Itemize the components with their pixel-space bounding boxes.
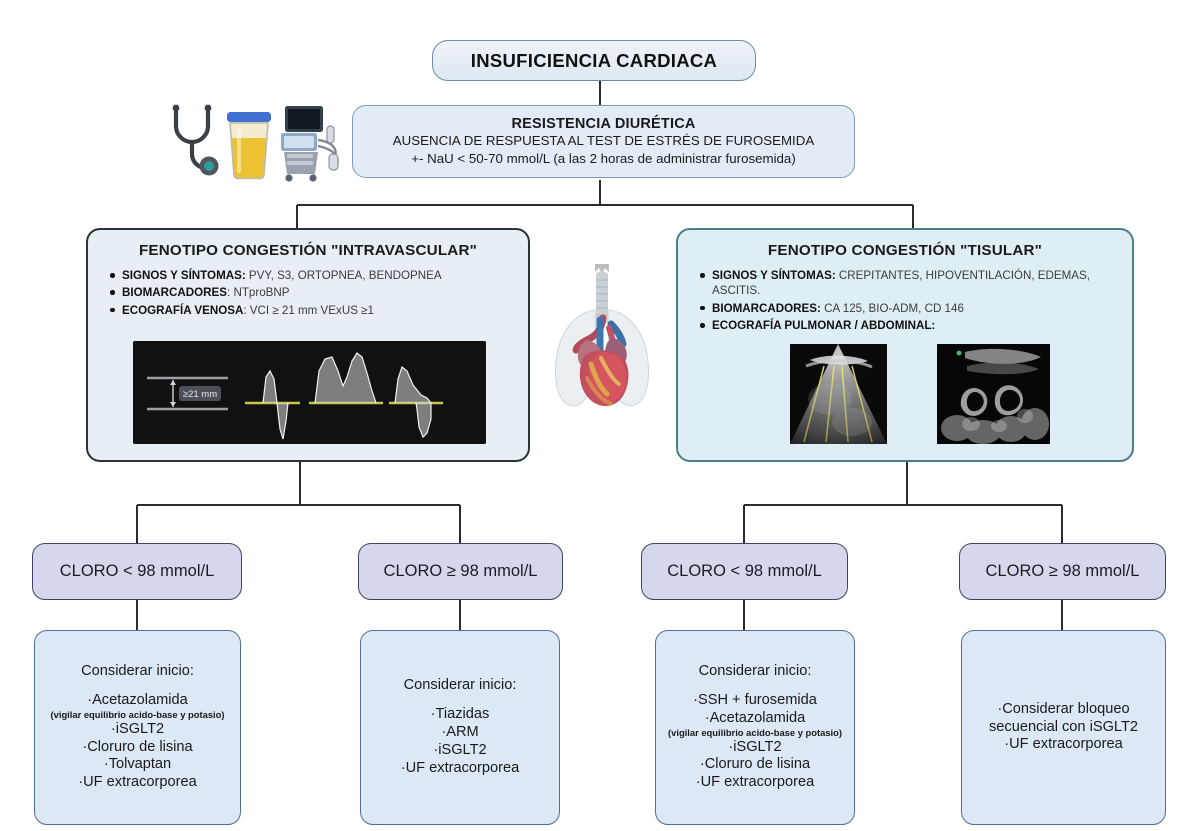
bullet-value: : VCI ≥ 21 mm VExUS ≥1	[243, 303, 374, 317]
node-treatment-intravascular-high-chloride[interactable]: Considerar inicio: ·Tiazidas ·ARM ·iSGLT…	[360, 630, 560, 825]
treatment-item: ·UF extracorporea	[400, 759, 520, 776]
bullet-value: : NTproBNP	[227, 286, 290, 300]
bullet-label: ECOGRAFÍA VENOSA	[122, 303, 244, 317]
list-item: ECOGRAFÍA PULMONAR / ABDOMINAL:	[700, 318, 1118, 333]
stethoscope-icon	[172, 104, 219, 176]
list-item: BIOMARCADORES: CA 125, BIO-ADM, CD 146	[700, 301, 1118, 316]
resistencia-line-2: +- NaU < 50-70 mmol/L (a las 2 horas de …	[411, 150, 796, 166]
ultrasound-machine-icon	[281, 106, 339, 182]
treatment-item: ·Tolvaptan	[103, 756, 172, 773]
node-resistencia-diuretica[interactable]: RESISTENCIA DIURÉTICA AUSENCIA DE RESPUE…	[352, 105, 855, 178]
treatment-item: ·SSH + furosemida	[693, 692, 817, 709]
fenotipo-tisular-bullets: SIGNOS Y SÍNTOMAS: CREPITANTES, HIPOVENT…	[692, 268, 1118, 336]
treatment-item: ·Cloruro de lisina	[82, 738, 193, 755]
fenotipo-intravascular-bullets: SIGNOS Y SÍNTOMAS: PVY, S3, ORTOPNEA, BE…	[102, 268, 514, 320]
bullet-value: CREPITANTES, HIPOVENTILACIÓN, EDEMAS, AS…	[712, 269, 1090, 298]
bullet-value: CA 125, BIO-ADM, CD 146	[820, 301, 964, 315]
treatment-item: ·UF extracorporea	[695, 774, 815, 791]
treatment-heading: Considerar inicio:	[81, 663, 194, 680]
treatment-item-note: (vigilar equilibrio acido-base y potasio…	[50, 708, 225, 720]
resistencia-heading: RESISTENCIA DIURÉTICA	[511, 115, 696, 132]
lung-ultrasound-b-lines-image	[790, 344, 887, 444]
treatment-item: ·Cloruro de lisina	[699, 756, 811, 773]
treatment-item-note: (vigilar equilibrio acido-base y potasio…	[668, 726, 842, 738]
urine-sample-cup-icon	[227, 112, 271, 180]
node-title-label: INSUFICIENCIA CARDIACA	[470, 49, 718, 71]
node-cloro-low-intravascular[interactable]: CLORO < 98 mmol/L	[32, 543, 242, 600]
node-cloro-low-tisular[interactable]: CLORO < 98 mmol/L	[641, 543, 848, 600]
list-item: SIGNOS Y SÍNTOMAS: CREPITANTES, HIPOVENT…	[700, 268, 1118, 299]
diagnostic-tools-icon-group	[172, 104, 339, 182]
node-fenotipo-tisular[interactable]: FENOTIPO CONGESTIÓN "TISULAR" SIGNOS Y S…	[676, 228, 1134, 462]
node-treatment-tisular-low-chloride[interactable]: Considerar inicio: ·SSH + furosemida ·Ac…	[655, 630, 855, 825]
chloride-label: CLORO ≥ 98 mmol/L	[383, 562, 538, 580]
heart-lungs-anatomy-icon	[554, 264, 650, 407]
resistencia-line-1: AUSENCIA DE RESPUESTA AL TEST DE ESTRÉS …	[392, 132, 815, 148]
node-cloro-high-intravascular[interactable]: CLORO ≥ 98 mmol/L	[358, 543, 563, 600]
node-treatment-tisular-high-chloride[interactable]: ·Considerar bloqueo secuencial con iSGLT…	[961, 630, 1166, 825]
treatment-item: ·Considerar bloqueo	[997, 700, 1130, 717]
list-item: BIOMARCADORES: NTproBNP	[110, 285, 514, 300]
node-insuficiencia-cardiaca[interactable]: INSUFICIENCIA CARDIACA	[432, 40, 756, 81]
treatment-item: ·Acetazolamida	[704, 709, 806, 726]
bullet-label: BIOMARCADORES:	[712, 301, 821, 315]
fenotipo-tisular-heading: FENOTIPO CONGESTIÓN "TISULAR"	[767, 242, 1043, 259]
treatment-item: ·Acetazolamida	[87, 692, 188, 709]
fenotipo-intravascular-heading: FENOTIPO CONGESTIÓN "INTRAVASCULAR"	[138, 242, 478, 259]
bullet-label: SIGNOS Y SÍNTOMAS:	[712, 269, 836, 282]
treatment-item: ·ARM	[441, 724, 479, 741]
node-treatment-intravascular-low-chloride[interactable]: Considerar inicio: ·Acetazolamida (vigil…	[34, 630, 241, 825]
treatment-item: ·UF extracorporea	[78, 774, 197, 791]
chloride-label: CLORO < 98 mmol/L	[59, 562, 215, 580]
list-item: SIGNOS Y SÍNTOMAS: PVY, S3, ORTOPNEA, BE…	[110, 268, 514, 283]
bullet-label: SIGNOS Y SÍNTOMAS:	[122, 269, 246, 282]
treatment-item: ·UF extracorporea	[1004, 736, 1123, 753]
chloride-label: CLORO < 98 mmol/L	[667, 562, 822, 580]
abdominal-ultrasound-image	[937, 344, 1050, 444]
treatment-item: ·Tiazidas	[430, 706, 490, 723]
node-cloro-high-tisular[interactable]: CLORO ≥ 98 mmol/L	[959, 543, 1166, 600]
list-item: ECOGRAFÍA VENOSA: VCI ≥ 21 mm VExUS ≥1	[110, 303, 514, 318]
treatment-item: ·iSGLT2	[433, 742, 487, 758]
treatment-item: ·iSGLT2	[728, 738, 782, 755]
vexus-caliper-label: ≥21 mm	[183, 389, 217, 400]
bullet-label: BIOMARCADORES	[122, 286, 227, 300]
treatment-heading: Considerar inicio:	[403, 677, 517, 694]
treatment-item: secuencial con iSGLT2	[989, 718, 1138, 735]
treatment-item: ·iSGLT2	[110, 720, 165, 737]
vexus-doppler-waveforms-image: ≥21 mm	[133, 341, 486, 444]
bullet-value: PVY, S3, ORTOPNEA, BENDOPNEA	[245, 269, 442, 282]
bullet-label: ECOGRAFÍA PULMONAR / ABDOMINAL:	[712, 319, 936, 333]
chloride-label: CLORO ≥ 98 mmol/L	[985, 562, 1140, 580]
treatment-heading: Considerar inicio:	[698, 663, 812, 680]
